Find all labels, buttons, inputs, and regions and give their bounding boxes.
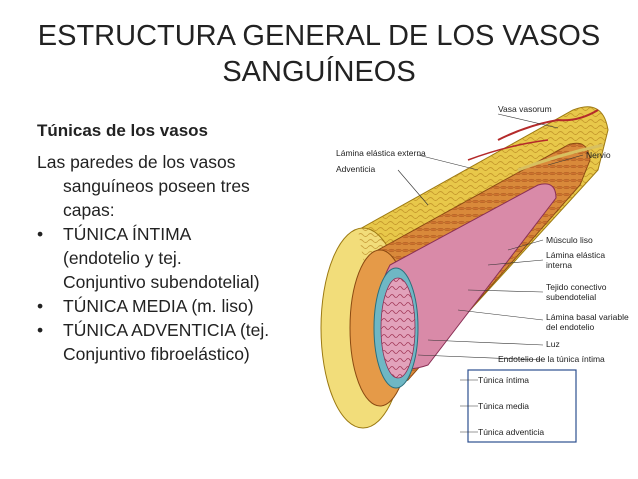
layer-legend: Túnica íntima Túnica media Túnica advent… [460, 369, 577, 443]
legend-tunica-media: Túnica media [478, 401, 529, 411]
label-endotelio: Endotelio de la túnica íntima [498, 354, 605, 364]
bullet-item-intima: • TÚNICA ÍNTIMA (endotelio y tej. Conjun… [37, 222, 327, 294]
bullet-line: TÚNICA MEDIA (m. liso) [63, 296, 254, 316]
legend-tunica-adventicia: Túnica adventicia [478, 427, 544, 437]
bullet-line: Conjuntivo subendotelial) [63, 272, 260, 292]
vessel-diagram: Vasa vasorum Lámina elástica externa Ner… [320, 104, 629, 443]
intro-line: sanguíneos poseen tres [63, 176, 250, 196]
bullet-line: TÚNICA ÍNTIMA [63, 224, 192, 244]
bullet-line: (endotelio y tej. [63, 248, 182, 268]
legend-tunica-intima: Túnica íntima [478, 375, 529, 385]
label-tejido-subendotelial: Tejido conectivo [546, 282, 607, 292]
label-lamina-basal: del endotelio [546, 322, 594, 332]
bullet-line: TÚNICA ADVENTICIA (tej. [63, 320, 270, 340]
bullet-symbol: • [37, 320, 44, 340]
subheading: Túnicas de los vasos [37, 121, 209, 140]
leader-lines [397, 113, 584, 361]
label-lamina-externa: Lámina elástica externa [336, 148, 426, 158]
label-adventicia: Adventicia [336, 164, 375, 174]
label-lamina-interna: Lámina elástica [546, 250, 605, 260]
bullet-item-adventicia: • TÚNICA ADVENTICIA (tej. Conjuntivo fib… [37, 318, 327, 366]
bullet-item-media: • TÚNICA MEDIA (m. liso) [37, 294, 327, 318]
label-lamina-basal: Lámina basal variable [546, 312, 629, 322]
vasa-vasorum [467, 109, 604, 172]
blood-vessel-illustration: Vasa vasorum Lámina elástica externa Ner… [318, 100, 638, 455]
label-lamina-interna: interna [546, 260, 572, 270]
bullet-symbol: • [37, 296, 44, 316]
bullet-line: Conjuntivo fibroelástico) [63, 344, 250, 364]
label-tejido-subendotelial: subendotelial [546, 292, 596, 302]
slide-title-line2: SANGUÍNEOS [222, 56, 416, 88]
intima-layer [373, 183, 557, 389]
intro-line: Las paredes de los vasos [37, 152, 236, 172]
bullet-symbol: • [37, 224, 44, 244]
label-musculo-liso: Músculo liso [546, 235, 593, 245]
label-vasa-vasorum: Vasa vasorum [498, 104, 552, 114]
label-luz: Luz [546, 339, 560, 349]
slide-body: Las paredes de los vasos sanguíneos pose… [37, 150, 327, 366]
label-nervio: Nervio [586, 150, 611, 160]
slide-title: ESTRUCTURA GENERAL DE LOS VASOS SANGUÍNE… [0, 18, 638, 90]
intro-line: capas: [63, 200, 115, 220]
slide-title-line1: ESTRUCTURA GENERAL DE LOS VASOS [37, 20, 601, 52]
